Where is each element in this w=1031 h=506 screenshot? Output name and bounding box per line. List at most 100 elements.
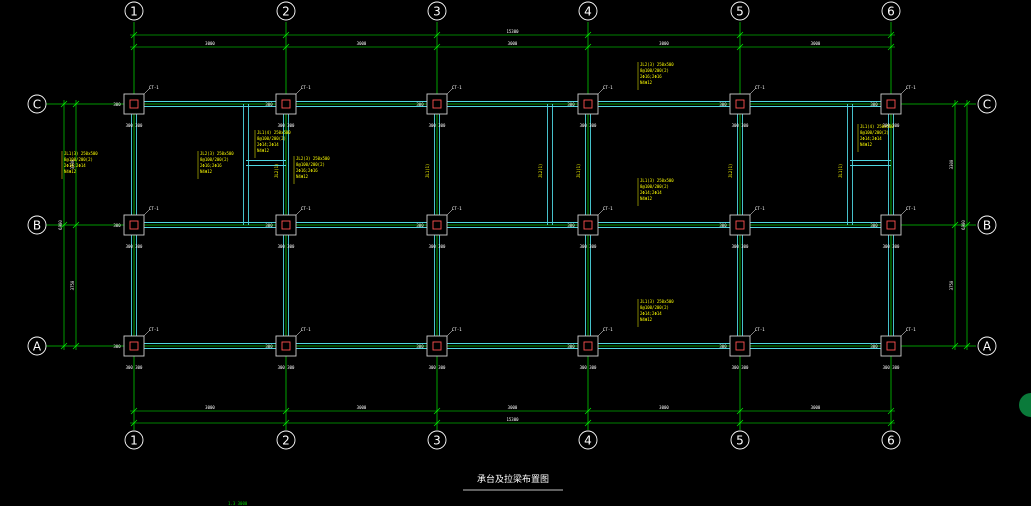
dim-tick [60,342,68,350]
pad-dim-left: 300 [265,223,273,228]
pile-cap-label: CT-1 [603,327,613,332]
axis-bubble-circle [124,1,144,21]
dim-tick [951,342,959,350]
axis-bubble-circle [730,430,750,450]
dim-tick [433,407,441,415]
beam-note-line: 2Φ16;2Φ16 [296,168,318,173]
axis-bubble-circle [124,430,144,450]
pile-cap-label: CT-1 [452,85,462,90]
pad-dim-bottom: 300 300 [278,244,295,249]
dim-label: 3750 [949,280,954,290]
axis-bubble-C-left: C [27,94,47,114]
axis-bubble-label: C [33,98,41,112]
dim-tick [72,221,80,229]
beam-note-line: 2Φ16;2Φ16 [640,74,662,79]
dim-tick [887,43,895,51]
column-square [129,99,139,109]
dim-tick [60,100,68,108]
column-square [129,341,139,351]
pile-cap-label: CT-1 [149,206,159,211]
pad-dim-left: 300 [719,223,727,228]
beam-label: JL2(1) [274,164,279,178]
dim-tick [130,31,138,39]
cap-leader [446,208,454,216]
axis-bubble-3-bottom: 3 [427,430,447,450]
dim-label: 3300 [70,159,75,169]
pile-cap-outline [123,214,145,236]
dim-tick [433,419,441,427]
pad-dim-bottom: 300 300 [883,244,900,249]
beam-note-line: JL2(3) 250x500 [640,62,674,67]
pad-dim-left: 300 [719,344,727,349]
beam-note-line: N4Φ12 [640,196,653,201]
dim-tick [963,221,971,229]
beam-note-line: 8@100/200(2) [640,68,669,73]
dim-tick [736,43,744,51]
pad-dim-bottom: 300 300 [883,123,900,128]
pile-cap-outline [426,335,448,357]
pile-cap-label: CT-1 [755,327,765,332]
cap-leader [749,87,757,95]
pad-dim-left: 300 [265,344,273,349]
pad-dim-bottom: 300 300 [429,365,446,370]
cap-leader [295,329,303,337]
beam-note-line: N4Φ12 [296,174,309,179]
pile-cap-outline [880,335,902,357]
dim-label: 3000 [659,405,669,410]
dim-tick [282,419,290,427]
pile-cap-outline [577,93,599,115]
dim-label: 3000 [811,41,821,46]
axis-bubble-circle [730,1,750,21]
dim-tick [887,419,895,427]
pile-cap-label: CT-1 [452,206,462,211]
cap-leader [143,208,151,216]
pad-dim-bottom: 300 300 [278,365,295,370]
axis-bubble-label: 6 [887,5,895,19]
pad-dim-bottom: 300 300 [580,244,597,249]
cap-leader [143,87,151,95]
pad-dim-bottom: 300 300 [278,123,295,128]
axis-bubble-circle [578,430,598,450]
pile-cap-label: CT-1 [149,327,159,332]
beam-note-line: 2Φ16;2Φ16 [200,163,222,168]
dim-total-label: 15300 [506,29,519,34]
pile-cap-label: CT-1 [755,85,765,90]
dim-tick [72,342,80,350]
dim-label: 3750 [70,280,75,290]
cap-leader [597,329,605,337]
pad-dim-left: 300 [567,223,575,228]
pad-dim-bottom: 300 300 [126,123,143,128]
axis-bubble-circle [977,336,997,356]
pad-dim-bottom: 300 300 [732,123,749,128]
beam-note-line: 8@100/200(2) [640,305,669,310]
dim-tick [887,407,895,415]
axis-bubble-B-left: B [27,215,47,235]
axis-bubble-label: 4 [584,434,592,448]
axis-bubble-B-right: B [977,215,997,235]
bottom-note: 1.3 3000 [228,501,248,506]
pile-cap-label: CT-1 [603,85,613,90]
axis-bubble-label: 5 [736,5,744,19]
axis-bubble-circle [276,1,296,21]
axis-bubble-circle [881,430,901,450]
cap-leader [446,87,454,95]
axis-bubble-label: 4 [584,5,592,19]
axis-bubble-label: 5 [736,434,744,448]
cap-leader [143,329,151,337]
dim-tick [963,342,971,350]
beam-note-line: 8@100/200(2) [860,130,889,135]
beam-note-line: JL2(3) 250x500 [200,151,234,156]
axis-bubble-circle [276,430,296,450]
pile-cap-outline [426,214,448,236]
axis-bubble-circle [427,1,447,21]
dim-tick [951,221,959,229]
dim-label: 3000 [205,405,215,410]
axis-bubble-5-bottom: 5 [730,430,750,450]
